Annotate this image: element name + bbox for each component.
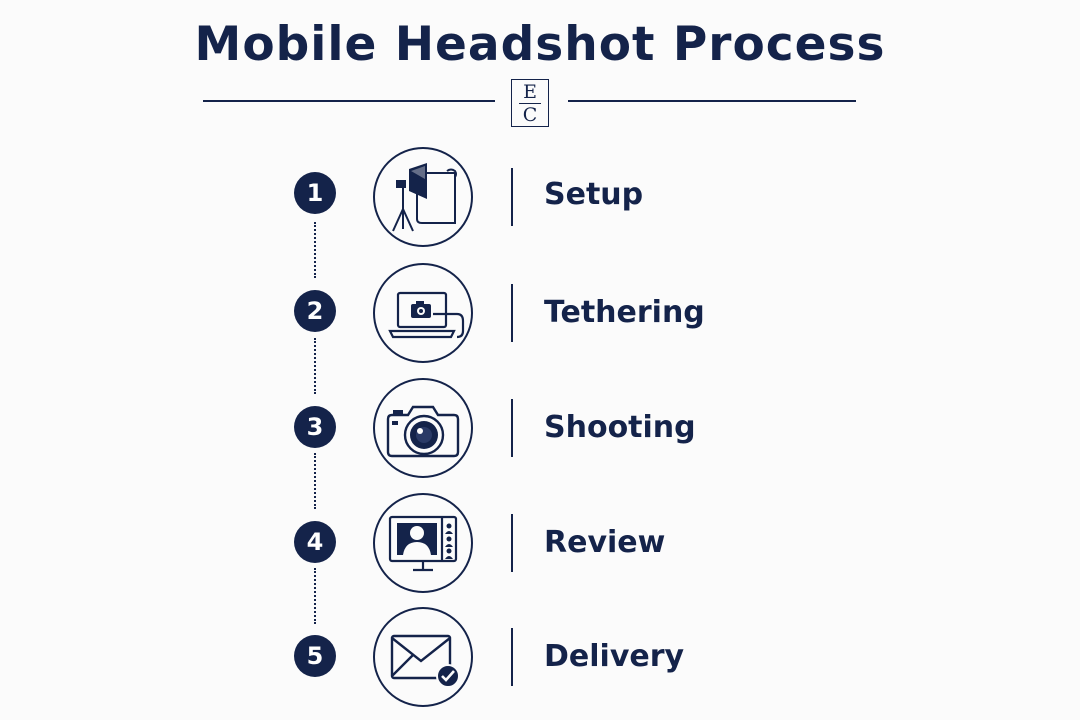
step-label: Setup [544,177,644,212]
step-separator [511,168,513,226]
step-number-badge: 1 [294,172,336,214]
camera-icon [386,405,460,458]
process-step-tethering: 2 Tethering [0,260,1080,370]
step-label: Shooting [544,410,696,445]
step-separator [511,628,513,686]
process-step-shooting: 3 Shooting [0,376,1080,486]
step-icon-circle [373,607,473,707]
step-number-badge: 2 [294,290,336,332]
title-divider-right [568,100,856,102]
step-separator [511,399,513,457]
step-icon-circle [373,493,473,593]
monitor-portrait-review-icon [388,515,458,572]
ec-monogram-logo: E C [511,79,549,127]
laptop-tethered-camera-icon [388,291,465,339]
step-number-badge: 4 [294,521,336,563]
connector-3-4 [314,453,316,509]
step-label: Delivery [544,639,685,674]
step-label: Review [544,525,666,560]
step-number-badge: 3 [294,406,336,448]
title-divider-left [203,100,495,102]
connector-1-2 [314,222,316,278]
connector-4-5 [314,568,316,624]
logo-letter-bottom: C [522,104,538,126]
step-label: Tethering [544,295,705,330]
step-icon-circle [373,263,473,363]
step-icon-circle [373,378,473,478]
process-step-setup: 1 Setup [0,144,1080,254]
connector-2-3 [314,338,316,394]
step-separator [511,514,513,572]
logo-divider [519,103,541,104]
process-step-review: 4 Review [0,491,1080,601]
step-icon-circle [373,147,473,247]
step-separator [511,284,513,342]
envelope-check-icon [390,634,460,688]
process-step-delivery: 5 Delivery [0,605,1080,715]
logo-letter-top: E [523,81,537,103]
page-title: Mobile Headshot Process [194,17,886,72]
step-number-badge: 5 [294,635,336,677]
studio-light-backdrop-icon [392,163,457,232]
